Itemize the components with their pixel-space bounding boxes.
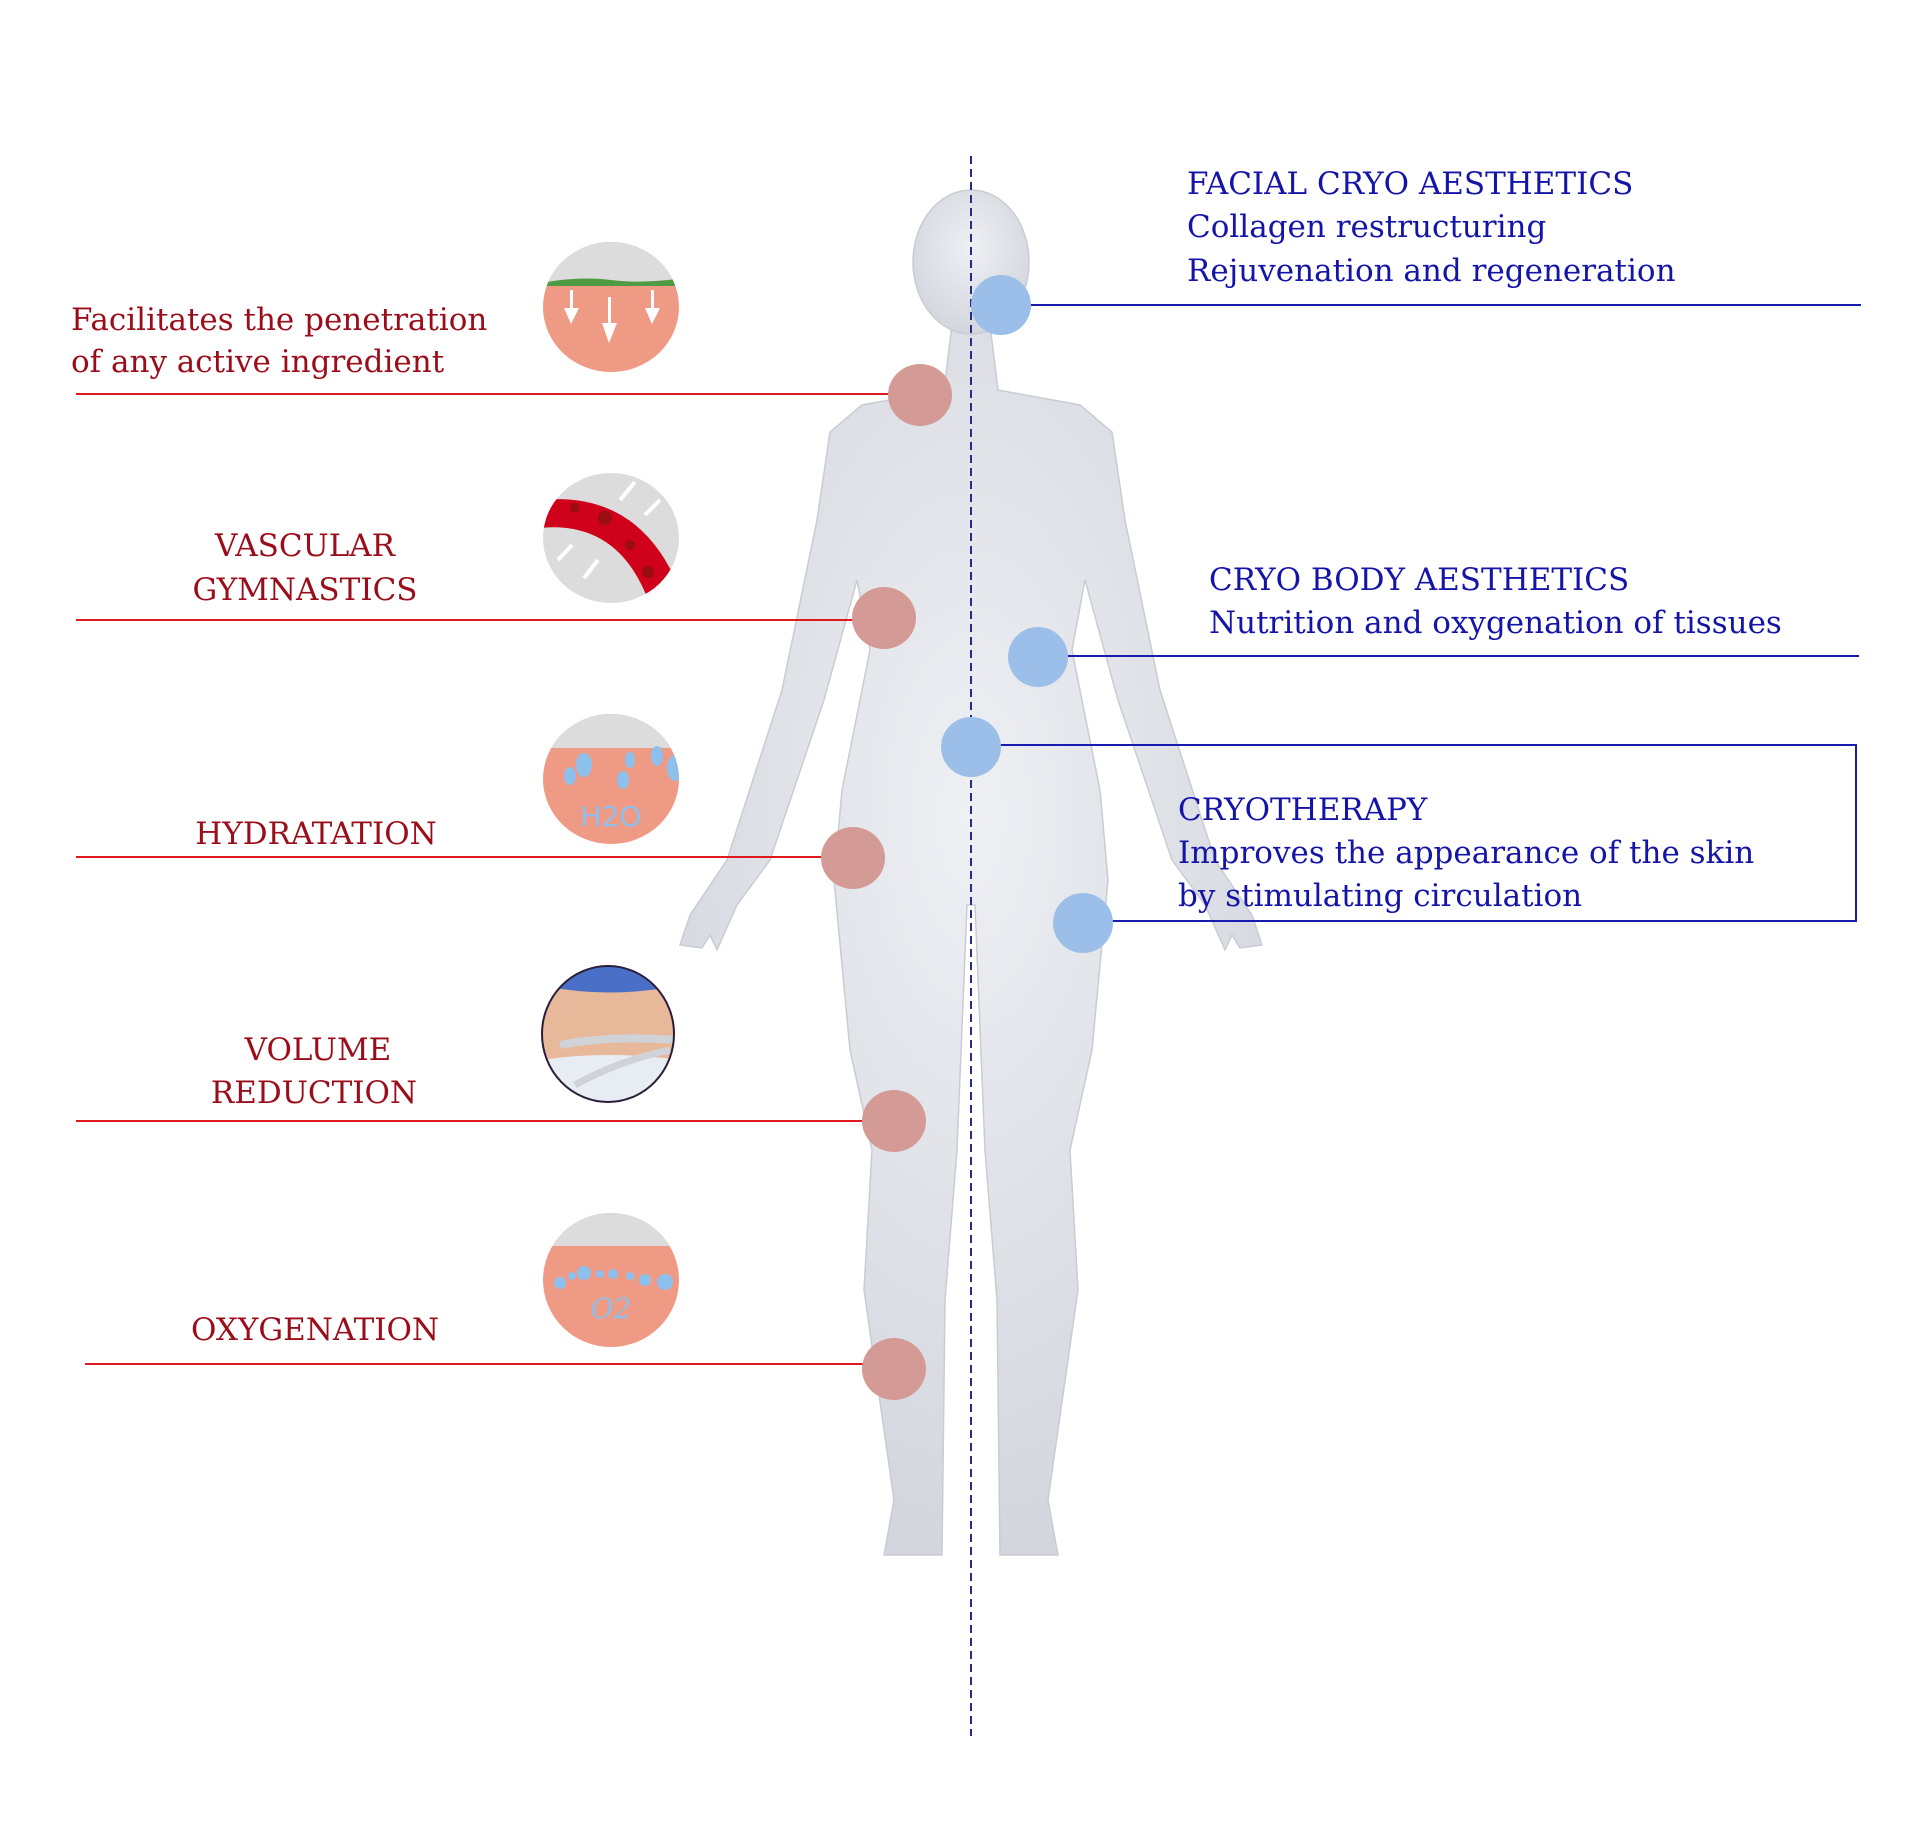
water-drops-h2o-icon: H2O <box>543 714 679 844</box>
cryotherapy-line2: by stimulating circulation <box>1178 878 1582 914</box>
hydration-title: HYDRATATION <box>195 816 437 852</box>
hydration-point <box>821 827 885 889</box>
o2-label: O2 <box>591 1292 632 1325</box>
volume-title-line1: VOLUME <box>244 1032 392 1068</box>
oxygen-bubbles-icon: O2 <box>543 1213 679 1347</box>
waist-measuring-tape-icon <box>542 966 674 1102</box>
volume-icon-border <box>541 965 675 1103</box>
cryotherapy-point-upper <box>941 717 1001 777</box>
body-title: CRYO BODY AESTHETICS <box>1209 562 1629 598</box>
right-connector-lines <box>971 304 1861 922</box>
facial-line1: Collagen restructuring <box>1187 209 1546 245</box>
cryotherapy-title: CRYOTHERAPY <box>1178 792 1428 828</box>
body-point <box>1008 627 1068 687</box>
skin-penetration-arrows-icon <box>543 242 679 372</box>
vascular-title-line2: GYMNASTICS <box>192 572 417 608</box>
h2o-label: H2O <box>581 800 642 833</box>
volume-point <box>862 1090 926 1152</box>
facial-point <box>971 275 1031 335</box>
penetration-text-line2: of any active ingredient <box>71 344 445 380</box>
facial-title: FACIAL CRYO AESTHETICS <box>1187 166 1633 202</box>
cryotherapy-line1: Improves the appearance of the skin <box>1178 835 1754 871</box>
facial-line2: Rejuvenation and regeneration <box>1187 253 1676 289</box>
penetration-text-line1: Facilitates the penetration <box>71 302 487 338</box>
vascular-point <box>852 587 916 649</box>
blood-vessel-icon <box>543 473 679 603</box>
penetration-point <box>888 364 952 426</box>
body-line1: Nutrition and oxygenation of tissues <box>1209 605 1782 641</box>
volume-title-line2: REDUCTION <box>211 1075 417 1111</box>
cryotherapy-point-lower <box>1053 893 1113 953</box>
cryotherapy-bracket-line <box>971 744 1857 922</box>
left-connector-lines <box>76 393 900 1365</box>
oxygenation-title: OXYGENATION <box>191 1312 439 1348</box>
vascular-title-line1: VASCULAR <box>214 528 397 564</box>
oxygenation-point <box>862 1338 926 1400</box>
